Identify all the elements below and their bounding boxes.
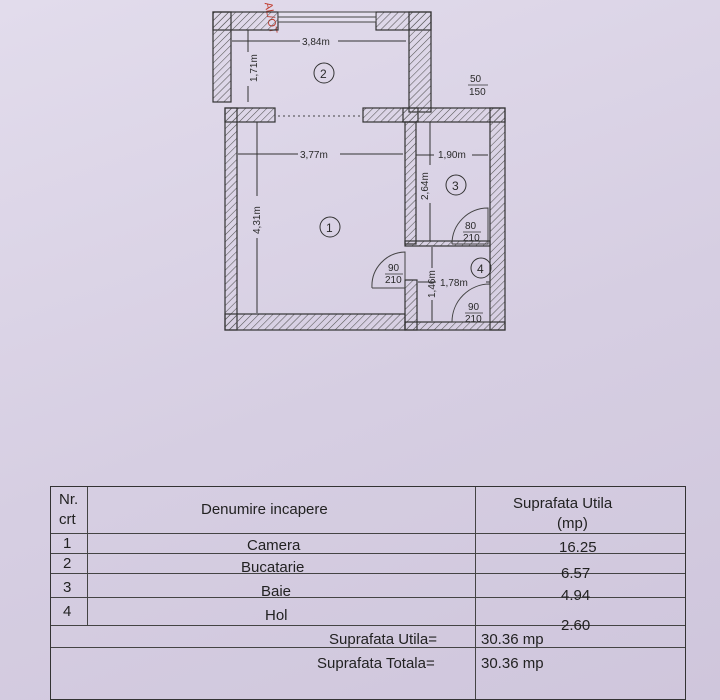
door-hall-left [371, 251, 406, 289]
dim-kitchen-depth: 1,71m [249, 54, 260, 82]
dimension-lines [232, 30, 490, 321]
row-1-nr: 1 [63, 535, 72, 552]
door-label-hall-num: 90 [388, 263, 400, 274]
room-number-2: 2 [320, 67, 327, 81]
total-total-value: 30.36 mp [481, 655, 544, 672]
doors [371, 207, 491, 323]
door-entrance [451, 283, 491, 323]
windows [277, 11, 377, 117]
door-label-entrance-num: 90 [468, 302, 480, 313]
header-area-line1: Suprafata Utila [513, 495, 613, 512]
door-bath [451, 207, 489, 245]
header-area-line2: (mp) [557, 515, 588, 532]
dim-kitchen-width: 3,84m [302, 37, 330, 48]
area-table: Nr. crt Denumire incapere Suprafata Util… [50, 486, 686, 700]
walls [212, 11, 506, 331]
dim-bath-width: 1,90m [438, 150, 466, 161]
table-rule [87, 487, 88, 625]
floor-plan: AL/OT [212, 1, 506, 331]
dim-hall-depth: 1,46m [427, 270, 438, 298]
table-rule [51, 647, 685, 648]
table-rule [51, 553, 685, 554]
row-4-name: Hol [265, 607, 288, 624]
wall-room-left [224, 107, 238, 331]
wall-kitchen-right [408, 11, 432, 113]
header-nr: Nr. [59, 491, 79, 508]
wall-room-bottom [224, 313, 406, 331]
row-4-nr: 4 [63, 603, 72, 620]
dim-hall-width: 1,78m [440, 278, 468, 289]
door-label-entrance-den: 210 [465, 314, 482, 325]
row-2-area: 6.57 [561, 565, 591, 582]
row-2-nr: 2 [63, 555, 72, 572]
row-1-name: Camera [247, 537, 301, 554]
header-name: Denumire incapere [201, 501, 328, 518]
room-number-circles [313, 62, 492, 279]
table-rule [51, 533, 685, 534]
wall-bath-bottom [404, 240, 491, 247]
table-rule [51, 597, 685, 598]
table-rule [51, 573, 685, 574]
row-1-area: 16.25 [559, 539, 597, 556]
wall-bath-right [489, 107, 506, 331]
room-number-1: 1 [326, 221, 333, 235]
row-3-name: Baie [261, 583, 292, 600]
room-number-4: 4 [477, 262, 484, 276]
row-4-area: 2.60 [561, 617, 591, 634]
header-crt: crt [59, 511, 76, 528]
total-useful-label: Suprafata Utila= [329, 631, 437, 648]
wall-hall-bottom [404, 321, 506, 331]
window-label-num: 50 [470, 74, 482, 85]
dim-room-depth: 4,31m [252, 206, 263, 234]
wall-kitchen-left [212, 11, 232, 103]
door-label-bath-den: 210 [463, 233, 480, 244]
wall-bath-left [404, 121, 417, 245]
room-number-3: 3 [452, 179, 459, 193]
table-rule [51, 625, 685, 626]
table-rule [475, 487, 476, 699]
dim-bath-depth: 2,64m [420, 172, 431, 200]
window-label-den: 150 [469, 87, 486, 98]
row-3-nr: 3 [63, 579, 72, 596]
row-2-name: Bucatarie [241, 559, 305, 576]
total-useful-value: 30.36 mp [481, 631, 544, 648]
door-label-hall-den: 210 [385, 275, 402, 286]
door-label-bath-num: 80 [465, 221, 477, 232]
dim-room-width: 3,77m [300, 150, 328, 161]
row-3-area: 4.94 [561, 587, 591, 604]
total-total-label: Suprafata Totala= [317, 655, 435, 672]
